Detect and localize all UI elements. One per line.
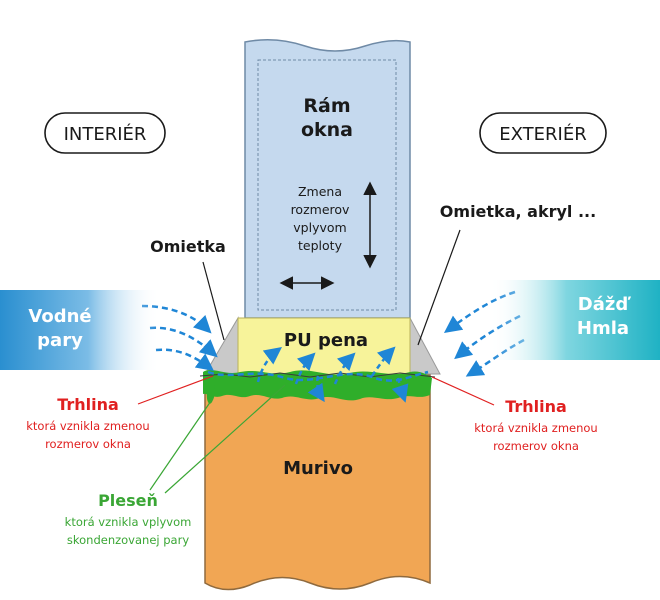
crack-right-line2: rozmerov okna bbox=[493, 439, 579, 453]
vapor-arrow-2 bbox=[149, 326, 218, 358]
frame-title-line1: Rám bbox=[303, 95, 350, 117]
vapor-label-line2: pary bbox=[37, 330, 83, 351]
rain-label-line2: Hmla bbox=[577, 318, 629, 339]
joint-arrow-2 bbox=[294, 352, 316, 385]
thermal-text-line4: teploty bbox=[298, 238, 343, 253]
mold-line2: skondenzovanej pary bbox=[67, 533, 189, 547]
joint-arrow-4 bbox=[370, 346, 396, 377]
interior-pill bbox=[44, 112, 166, 154]
plaster-right-label: Omietka, akryl ... bbox=[440, 202, 596, 221]
mold-leader-2 bbox=[164, 384, 286, 494]
exterior-label: EXTERIÉR bbox=[499, 123, 586, 145]
joint-arrow-1 bbox=[256, 346, 282, 383]
crack-left-leader bbox=[137, 375, 214, 405]
rain-label-line1: Dážď bbox=[578, 294, 632, 315]
vapor-label-line1: Vodné bbox=[28, 306, 91, 327]
joint-arrow-6 bbox=[391, 377, 409, 403]
exterior-pill bbox=[479, 112, 607, 154]
joint-arrow-3 bbox=[333, 352, 356, 385]
vapor-box bbox=[0, 290, 160, 370]
foam-label: PU pena bbox=[284, 330, 368, 351]
plaster-left-label: Omietka bbox=[150, 237, 226, 256]
window-frame bbox=[244, 39, 411, 319]
thermal-text-line1: Zmena bbox=[298, 184, 342, 199]
thermal-text-line3: vplyvom bbox=[293, 220, 346, 235]
wall-block bbox=[204, 374, 431, 591]
crack-left-line1: ktorá vznikla zmenou bbox=[26, 419, 149, 433]
vapor-arrow-3 bbox=[155, 348, 215, 371]
crack-right-leader bbox=[431, 376, 495, 406]
mold-line1: ktorá vznikla vplyvom bbox=[65, 515, 192, 529]
crack-left-line2: rozmerov okna bbox=[45, 437, 131, 451]
crack-right-line1: ktorá vznikla zmenou bbox=[474, 421, 597, 435]
mold-drip bbox=[205, 378, 216, 404]
frame-title-line2: okna bbox=[301, 119, 353, 141]
plaster-right-leader bbox=[417, 229, 461, 346]
mold-title: Pleseň bbox=[98, 491, 158, 510]
joint-arrow-5 bbox=[307, 375, 325, 403]
plaster-left-leader bbox=[202, 261, 225, 341]
crack-right-title: Trhlina bbox=[505, 397, 567, 416]
rain-arrow-2 bbox=[454, 314, 521, 360]
plaster-left bbox=[204, 316, 239, 375]
vapor-arrow-1 bbox=[141, 304, 212, 334]
thermal-text-line2: rozmerov bbox=[291, 202, 350, 217]
window-frame-inner-outline bbox=[257, 59, 397, 311]
wall-label: Murivo bbox=[283, 458, 353, 479]
mold-leader-1 bbox=[149, 397, 214, 491]
crack-left-title: Trhlina bbox=[57, 395, 119, 414]
rain-box bbox=[490, 280, 660, 360]
interior-label: INTERIÉR bbox=[64, 123, 147, 145]
